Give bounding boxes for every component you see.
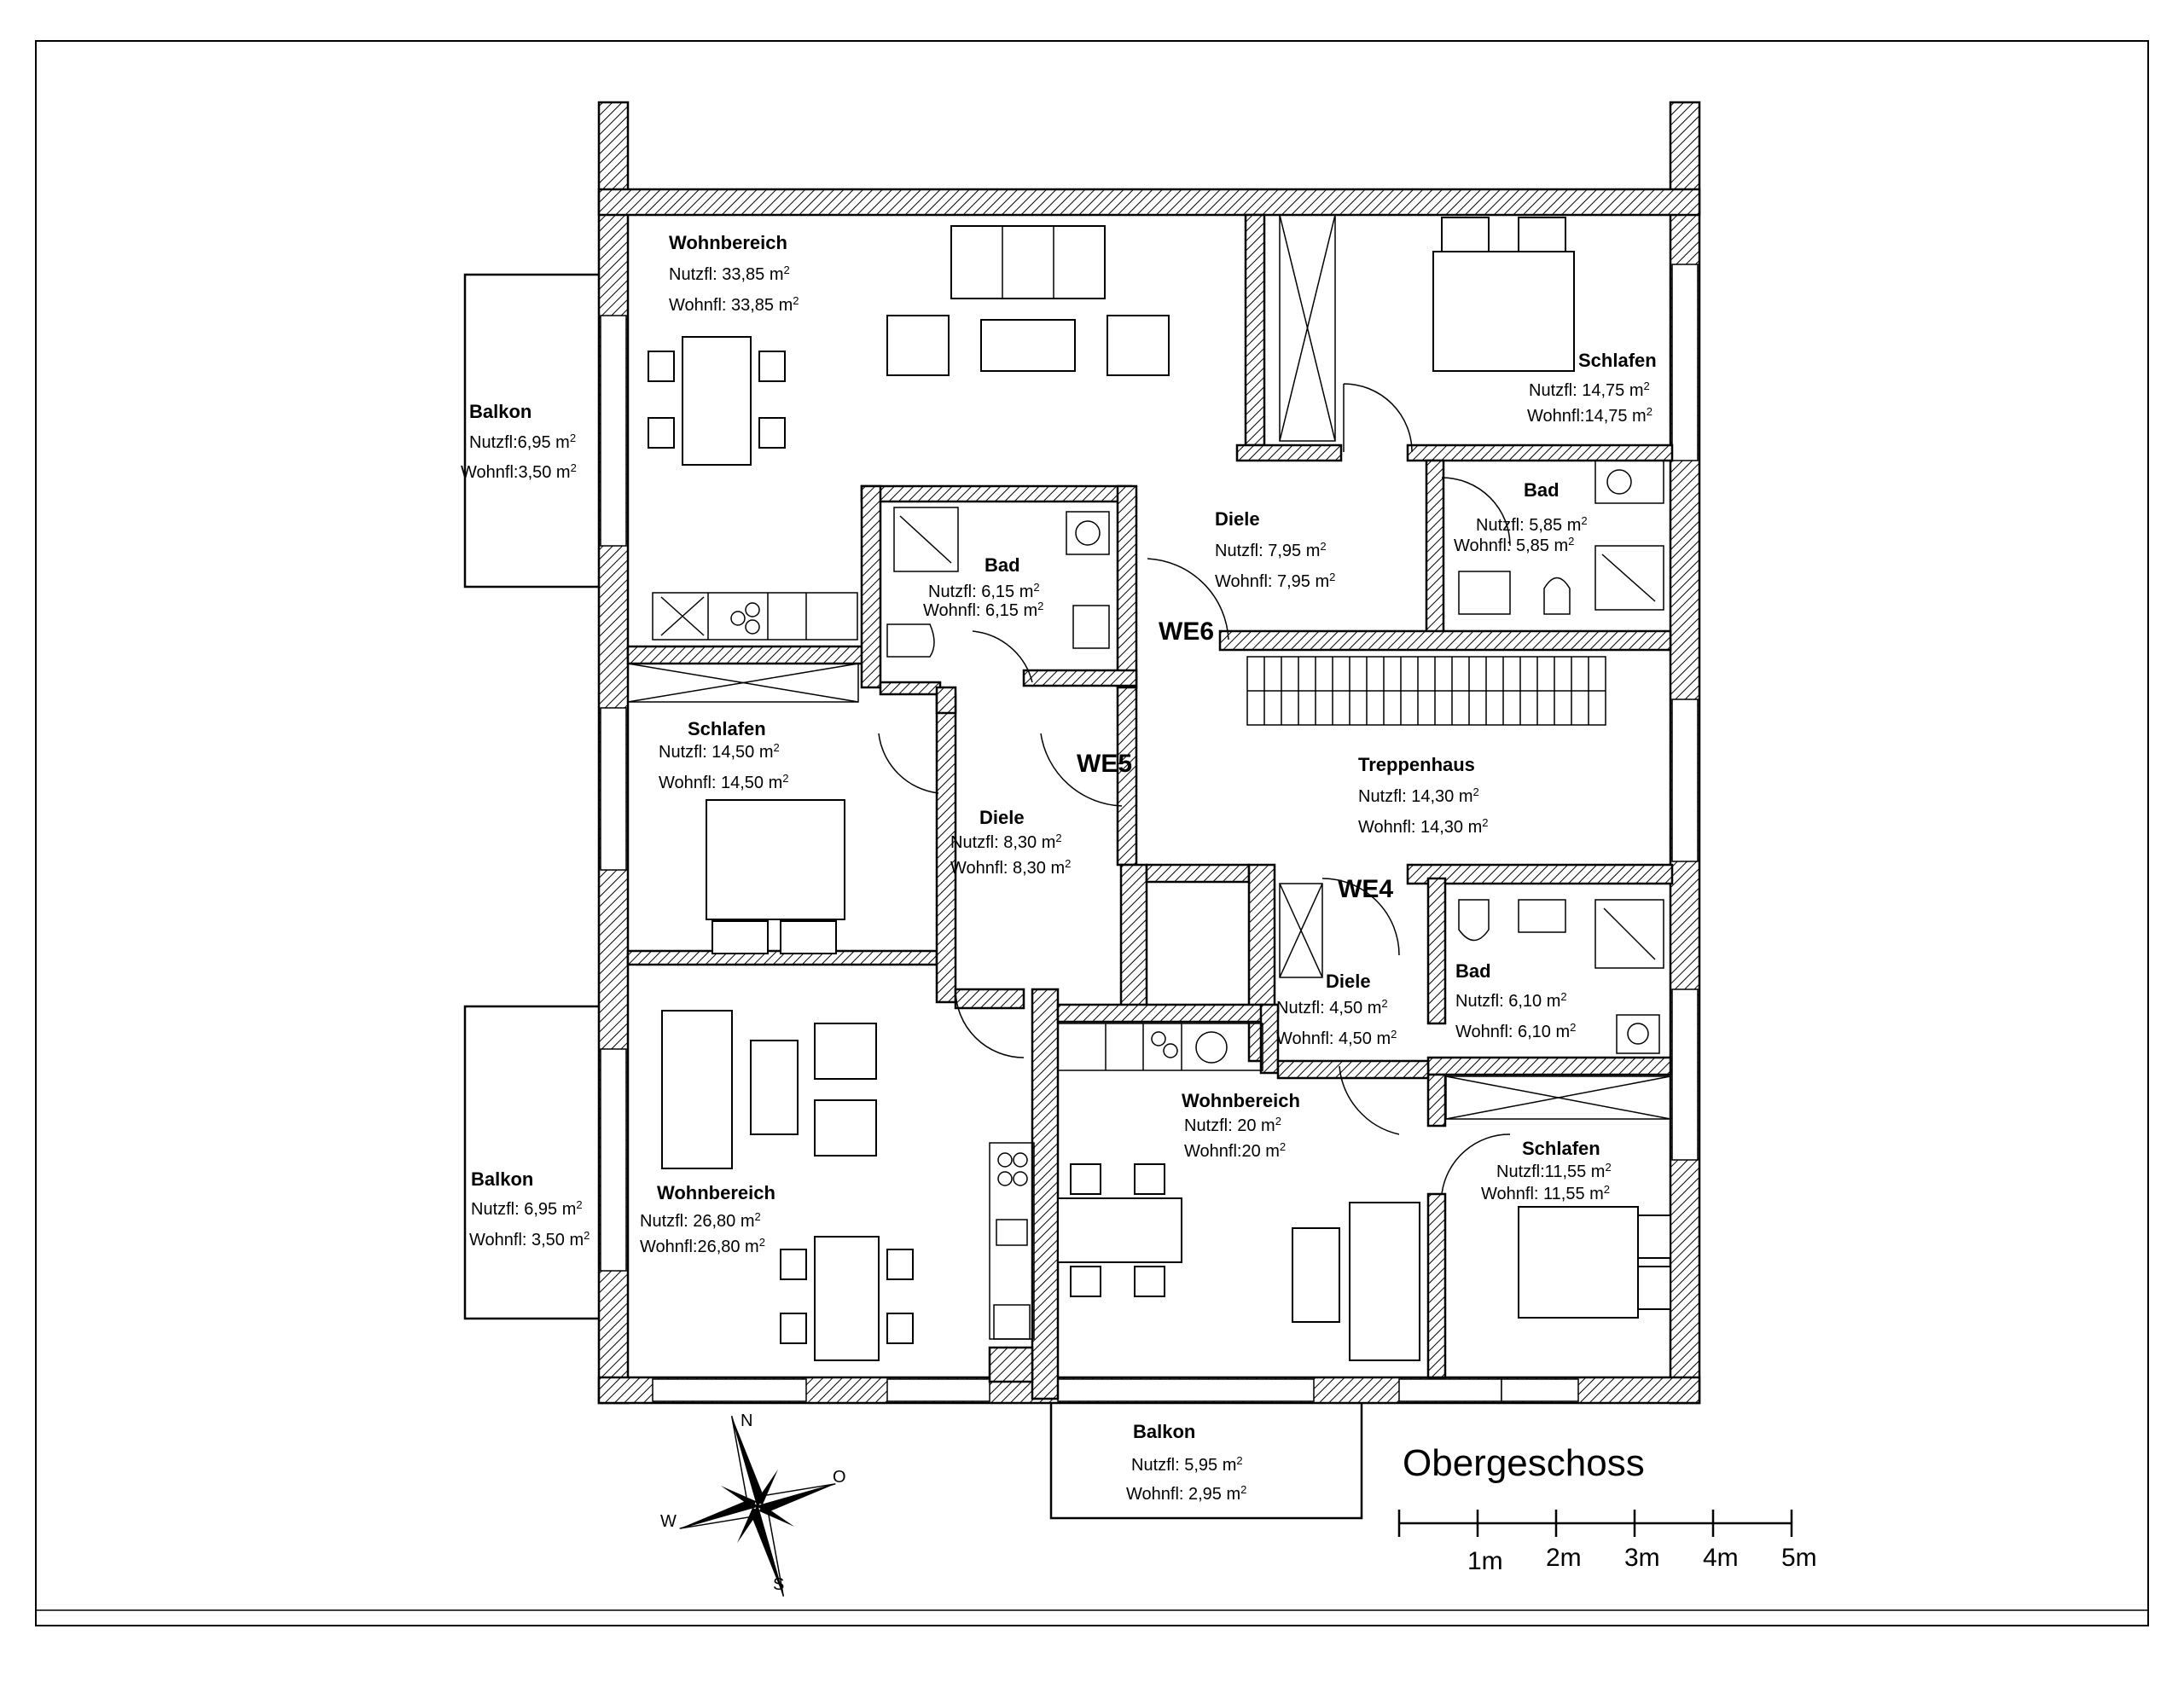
room-we4-bad: Bad Nutzfl: 6,10 m2 Wohnfl: 6,10 m2	[1455, 960, 1576, 1041]
svg-text:Wohnfl: 14,50 m2: Wohnfl: 14,50 m2	[659, 772, 789, 793]
svg-text:Nutzfl: 7,95 m2: Nutzfl: 7,95 m2	[1215, 540, 1327, 561]
room-we5-schlafen: Schlafen Nutzfl: 14,50 m2 Wohnfl: 14,50 …	[659, 718, 789, 792]
staircase	[1246, 656, 1606, 726]
svg-text:Nutzfl: 6,95 m2: Nutzfl: 6,95 m2	[471, 1198, 583, 1220]
room-we6-diele: Diele Nutzfl: 7,95 m2 Wohnfl: 7,95 m2	[1215, 508, 1335, 591]
svg-text:Wohnfl: 5,85 m2: Wohnfl: 5,85 m2	[1454, 535, 1574, 556]
svg-text:Wohnfl:14,75 m2: Wohnfl:14,75 m2	[1527, 405, 1653, 426]
svg-text:Nutzfl: 14,50 m2: Nutzfl: 14,50 m2	[659, 741, 780, 762]
svg-text:Nutzfl: 5,95 m2: Nutzfl: 5,95 m2	[1131, 1454, 1243, 1475]
furniture-we5	[661, 799, 914, 1361]
scale-tick-2m: 2m	[1546, 1544, 1582, 1572]
svg-text:Nutzfl: 33,85 m2: Nutzfl: 33,85 m2	[669, 264, 790, 285]
room-we4-schlafen: Schlafen Nutzfl:11,55 m2 Wohnfl: 11,55 m…	[1481, 1138, 1612, 1203]
room-we6-schlafen: Schlafen Nutzfl: 14,75 m2 Wohnfl:14,75 m…	[1527, 350, 1657, 426]
svg-text:Nutzfl: 6,15 m2: Nutzfl: 6,15 m2	[928, 581, 1040, 602]
room-we6-balkon: Balkon Nutzfl:6,95 m2 Wohnfl:3,50 m2	[461, 401, 577, 482]
scale-bar: 1m 2m 3m 4m 5m	[1397, 1510, 1817, 1575]
balcony-we6	[463, 273, 603, 588]
scale-tick-3m: 3m	[1624, 1544, 1660, 1572]
kitchen-we6	[652, 592, 858, 641]
svg-text:Nutzfl:6,95 m2: Nutzfl:6,95 m2	[469, 432, 576, 453]
room-we4-balkon: Balkon Nutzfl: 5,95 m2 Wohnfl: 2,95 m2	[1126, 1421, 1246, 1504]
room-we5-balkon: Balkon Nutzfl: 6,95 m2 Wohnfl: 3,50 m2	[469, 1168, 590, 1249]
svg-text:Nutzfl: 20 m2: Nutzfl: 20 m2	[1184, 1115, 1281, 1136]
svg-text:Wohnfl: 33,85 m2: Wohnfl: 33,85 m2	[669, 294, 799, 316]
plan-title: Obergeschoss	[1403, 1442, 1645, 1484]
svg-text:Balkon: Balkon	[471, 1168, 533, 1190]
svg-text:Nutzfl: 5,85 m2: Nutzfl: 5,85 m2	[1476, 514, 1588, 536]
svg-text:Nutzfl:11,55 m2: Nutzfl:11,55 m2	[1496, 1161, 1612, 1182]
svg-text:Bad: Bad	[985, 554, 1020, 576]
svg-text:Wohnbereich: Wohnbereich	[657, 1182, 775, 1203]
room-we4-wohnbereich: Wohnbereich Nutzfl: 20 m2 Wohnfl:20 m2	[1182, 1090, 1300, 1161]
svg-text:Wohnfl: 8,30 m2: Wohnfl: 8,30 m2	[950, 857, 1071, 878]
interior-walls	[626, 213, 1674, 1400]
svg-text:Wohnfl: 7,95 m2: Wohnfl: 7,95 m2	[1215, 571, 1335, 592]
svg-text:Wohnfl:26,80 m2: Wohnfl:26,80 m2	[640, 1236, 765, 1257]
unit-label-we4: WE4	[1338, 875, 1393, 903]
svg-text:Wohnbereich: Wohnbereich	[669, 232, 787, 253]
svg-text:Nutzfl: 14,30 m2: Nutzfl: 14,30 m2	[1358, 786, 1479, 807]
svg-text:Balkon: Balkon	[1133, 1421, 1195, 1442]
furniture-we4	[1057, 1163, 1671, 1361]
svg-text:Nutzfl: 6,10 m2: Nutzfl: 6,10 m2	[1455, 990, 1567, 1012]
kitchen-we4	[1057, 1023, 1263, 1071]
balcony-we5	[463, 1005, 603, 1320]
scale-tick-1m: 1m	[1467, 1547, 1503, 1575]
compass-rose	[679, 1416, 836, 1597]
room-we6-wohnbereich: Wohnbereich Nutzfl: 33,85 m2 Wohnfl: 33,…	[669, 232, 799, 315]
svg-text:Schlafen: Schlafen	[1578, 350, 1657, 371]
room-we5-bad: Bad Nutzfl: 6,15 m2 Wohnfl: 6,15 m2	[923, 554, 1043, 620]
room-we6-bad: Bad Nutzfl: 5,85 m2 Wohnfl: 5,85 m2	[1454, 479, 1588, 555]
svg-text:Wohnfl: 14,30 m2: Wohnfl: 14,30 m2	[1358, 816, 1489, 838]
room-we5-wohnbereich: Wohnbereich Nutzfl: 26,80 m2 Wohnfl:26,8…	[640, 1182, 775, 1256]
svg-text:Bad: Bad	[1524, 479, 1560, 501]
svg-text:Wohnfl:20 m2: Wohnfl:20 m2	[1184, 1140, 1286, 1162]
svg-text:Wohnfl: 6,15 m2: Wohnfl: 6,15 m2	[923, 600, 1043, 621]
svg-text:Schlafen: Schlafen	[1522, 1138, 1600, 1159]
windows	[600, 264, 1699, 1402]
room-we4-diele: Diele Nutzfl: 4,50 m2 Wohnfl: 4,50 m2	[1276, 971, 1397, 1048]
unit-label-we5: WE5	[1077, 750, 1132, 778]
svg-text:Nutzfl: 4,50 m2: Nutzfl: 4,50 m2	[1276, 997, 1388, 1018]
svg-text:Balkon: Balkon	[469, 401, 531, 422]
svg-text:Diele: Diele	[1326, 971, 1371, 992]
svg-text:Diele: Diele	[979, 807, 1025, 828]
scale-tick-5m: 5m	[1781, 1544, 1817, 1572]
scale-tick-4m: 4m	[1703, 1544, 1739, 1572]
bath-fixtures	[886, 460, 1664, 1054]
svg-text:Schlafen: Schlafen	[688, 718, 766, 739]
wardrobes	[627, 214, 1671, 1120]
svg-text:Diele: Diele	[1215, 508, 1260, 530]
svg-text:Treppenhaus: Treppenhaus	[1358, 754, 1475, 775]
compass-n: N	[741, 1412, 752, 1430]
svg-text:Wohnfl: 3,50 m2: Wohnfl: 3,50 m2	[469, 1229, 590, 1250]
svg-text:Wohnfl: 11,55 m2: Wohnfl: 11,55 m2	[1481, 1183, 1610, 1204]
compass-s: S	[773, 1575, 784, 1594]
svg-text:Wohnfl: 2,95 m2: Wohnfl: 2,95 m2	[1126, 1483, 1246, 1504]
svg-text:Nutzfl: 14,75 m2: Nutzfl: 14,75 m2	[1529, 380, 1650, 401]
room-we5-diele: Diele Nutzfl: 8,30 m2 Wohnfl: 8,30 m2	[950, 807, 1071, 878]
furniture-we6	[648, 217, 1575, 466]
svg-text:Wohnbereich: Wohnbereich	[1182, 1090, 1300, 1111]
compass-o: O	[833, 1468, 846, 1487]
svg-text:Nutzfl: 26,80 m2: Nutzfl: 26,80 m2	[640, 1210, 761, 1232]
room-treppenhaus: Treppenhaus Nutzfl: 14,30 m2 Wohnfl: 14,…	[1358, 754, 1489, 837]
unit-label-we6: WE6	[1159, 617, 1214, 646]
compass-w: W	[660, 1512, 677, 1531]
svg-text:Wohnfl:3,50 m2: Wohnfl:3,50 m2	[461, 461, 577, 483]
drawing-frame	[35, 40, 2149, 1626]
svg-text:Wohnfl: 6,10 m2: Wohnfl: 6,10 m2	[1455, 1021, 1576, 1042]
doors	[878, 383, 1511, 1195]
kitchen-we5	[989, 1142, 1035, 1340]
svg-text:Wohnfl: 4,50 m2: Wohnfl: 4,50 m2	[1276, 1028, 1397, 1049]
svg-text:Bad: Bad	[1455, 960, 1491, 982]
svg-text:Nutzfl: 8,30 m2: Nutzfl: 8,30 m2	[950, 832, 1062, 853]
